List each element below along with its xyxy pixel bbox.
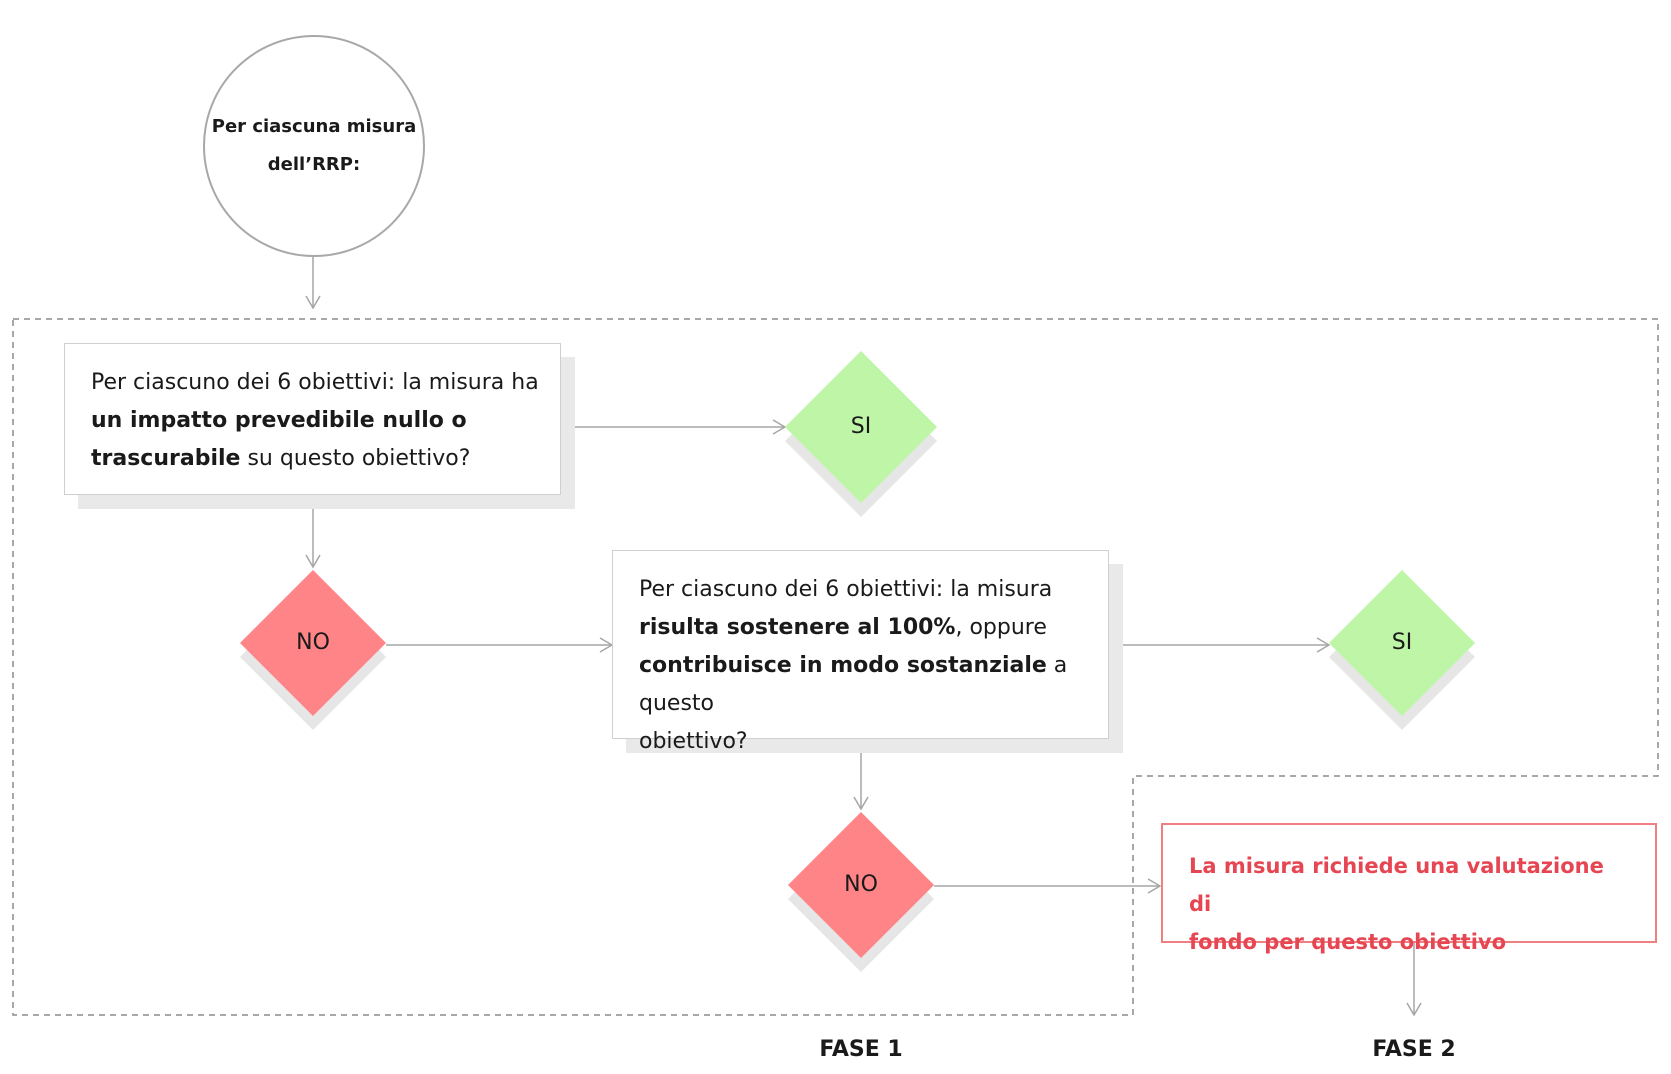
decision-no-2-shape — [788, 812, 934, 958]
start-node-line2: dell’RRP: — [267, 154, 361, 175]
decision-yes-2-shape — [1329, 570, 1475, 716]
decision-no-1-shape — [240, 570, 386, 716]
decision-no-1 — [240, 570, 386, 730]
result-line1: La misura richiede una valutazione di — [1189, 854, 1604, 916]
decision-yes-2 — [1329, 570, 1475, 730]
decision-yes-1 — [785, 351, 937, 517]
start-node-line1: Per ciascuna misura — [211, 116, 417, 137]
question-1-line3-rest: su questo obiettivo? — [240, 446, 471, 471]
fase1-label: FASE 1 — [819, 1037, 903, 1062]
question-2-line4: obiettivo? — [639, 729, 748, 754]
question-1-bold-1: un impatto prevedibile nullo o — [91, 408, 467, 433]
question-2-bold-1: risulta sostenere al 100% — [639, 615, 956, 640]
question-2-bold-2: contribuisce in modo sostanziale — [639, 653, 1047, 678]
fase1-region-border — [12, 318, 1659, 1016]
decision-yes-1-shape — [785, 351, 937, 503]
fase2-label: FASE 2 — [1372, 1037, 1456, 1062]
question-2-line3-rest: a questo — [639, 653, 1068, 716]
start-node: Per ciascuna misura dell’RRP: — [203, 35, 425, 257]
result-line2: fondo per questo obiettivo — [1189, 930, 1507, 954]
question-box-1: Per ciascuno dei 6 obiettivi: la misura … — [64, 343, 561, 495]
question-2-line1: Per ciascuno dei 6 obiettivi: la misura — [639, 577, 1053, 602]
decision-no-1-label: NO — [296, 630, 330, 655]
decision-yes-1-label: SI — [850, 414, 872, 439]
question-2-line2-rest: , oppure — [955, 615, 1047, 640]
question-1-bold-2: trascurabile — [91, 446, 241, 471]
result-box: La misura richiede una valutazione di fo… — [1161, 823, 1657, 954]
question-box-2: Per ciascuno dei 6 obiettivi: la misura … — [612, 550, 1109, 754]
decision-no-2 — [788, 812, 934, 972]
decision-yes-2-label: SI — [1391, 630, 1413, 655]
decision-no-2-label: NO — [844, 872, 878, 897]
question-1-line1: Per ciascuno dei 6 obiettivi: la misura … — [91, 370, 539, 395]
